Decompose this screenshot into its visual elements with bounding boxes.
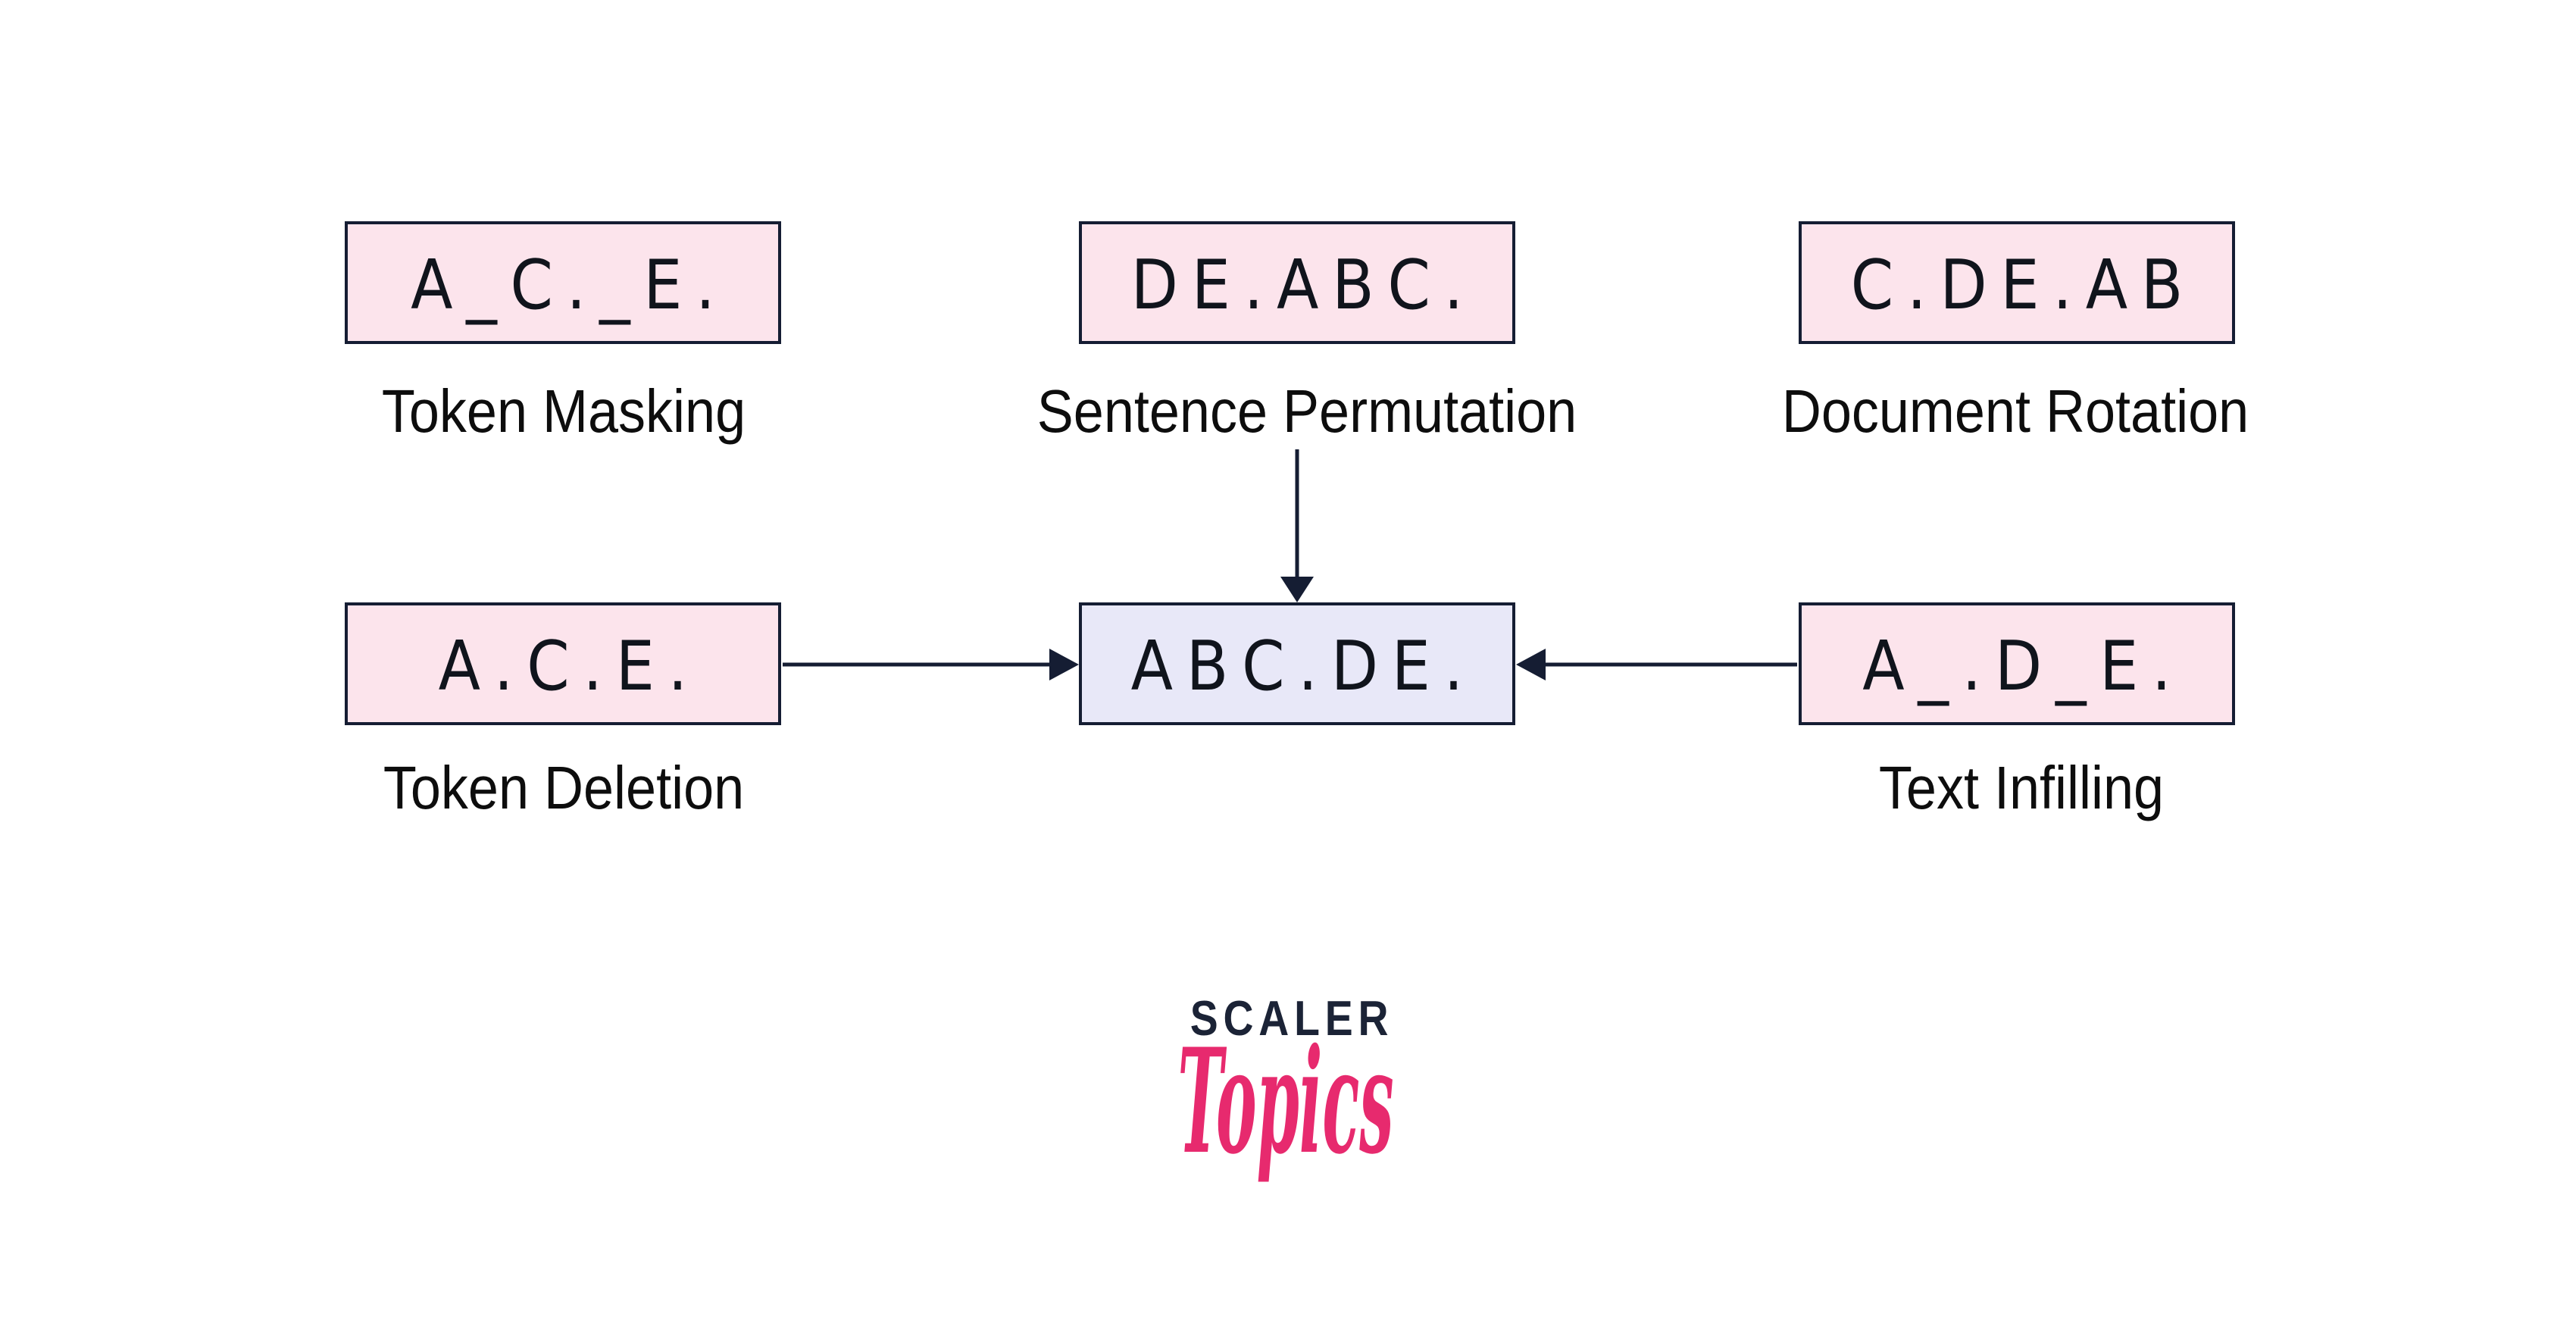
logo-wordmark-text: Topics [1177, 1017, 1394, 1186]
arrow-sentence-permutation-to-original [1280, 449, 1314, 602]
token-masking-label: Token Masking [381, 377, 746, 445]
original-sequence-box-text: A B C . D E . [1130, 626, 1464, 706]
text-infilling-box: A _ . D _ E . [1799, 602, 2235, 725]
text-infilling-label: Text Infilling [1878, 754, 2165, 821]
text-infilling-box-text: A _ . D _ E . [1862, 626, 2171, 706]
token-masking-box-text: A _ C . _ E . [411, 245, 715, 325]
sentence-permutation-box: D E . A B C . [1079, 221, 1515, 344]
token-deletion-box: A . C . E . [345, 602, 781, 725]
arrow-token-deletion-to-original [783, 649, 1079, 680]
token-deletion-label: Token Deletion [383, 754, 745, 821]
arrow-text-infilling-to-original [1516, 649, 1797, 680]
sentence-permutation-label: Sentence Permutation [1036, 377, 1577, 445]
document-rotation-label: Document Rotation [1781, 377, 2249, 445]
original-sequence-box: A B C . D E . [1079, 602, 1515, 725]
logo-brand-text: SCALER [1190, 990, 1394, 1046]
sentence-permutation-box-text: D E . A B C . [1130, 245, 1464, 325]
token-deletion-box-text: A . C . E . [438, 626, 688, 706]
document-rotation-box: C . D E . A B [1799, 221, 2235, 344]
token-masking-box: A _ C . _ E . [345, 221, 781, 344]
document-rotation-box-text: C . D E . A B [1850, 245, 2184, 325]
